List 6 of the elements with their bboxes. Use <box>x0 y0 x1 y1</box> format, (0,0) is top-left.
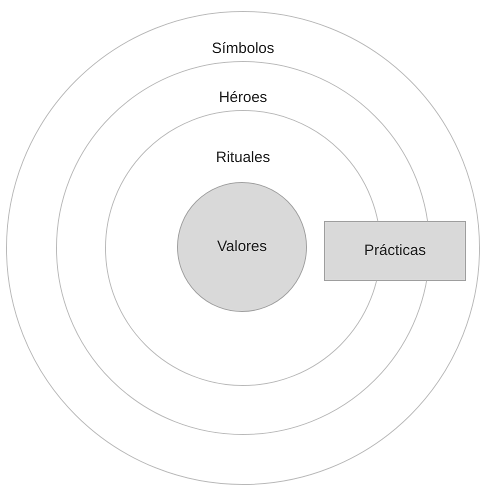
node-label: Prácticas <box>363 242 427 260</box>
node-label: Héroes <box>218 89 268 107</box>
node-label: Valores <box>216 238 268 256</box>
node-label: Rituales <box>214 149 272 167</box>
node-label: Símbolos <box>210 40 276 58</box>
practice-box <box>324 221 466 281</box>
